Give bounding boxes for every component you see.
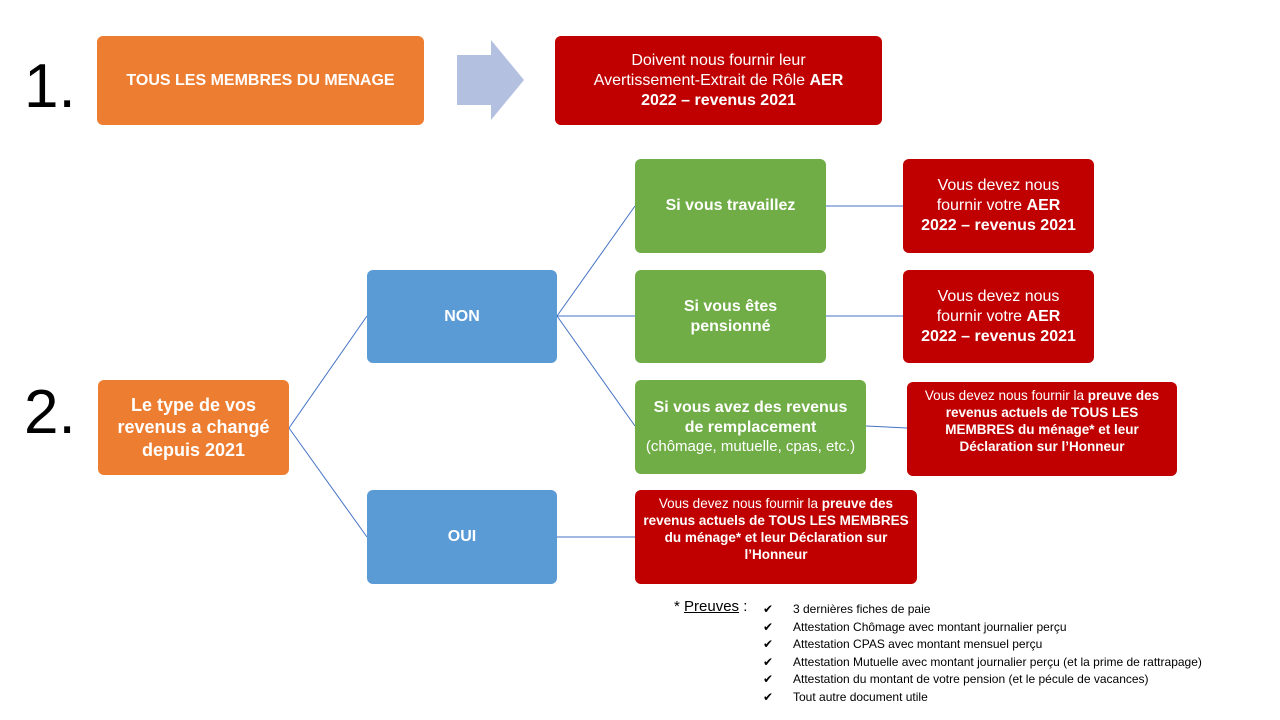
proofs-footnote-label: * Preuves : [674,598,747,615]
proofs-list-item: ✔ Attestation Chômage avec montant journa… [763,619,1202,637]
proofs-colon: : [739,598,748,615]
checkmark-icon: ✔ [763,689,774,704]
aer-result-bold-a: AER [809,71,844,89]
connector-non-work [556,205,636,317]
connector-replacement-proof [865,425,908,429]
aer-result-bold-b: 2022 – revenus 2021 [641,91,796,109]
connector-question-oui [288,427,368,538]
answer-oui-box: OUI [367,490,557,584]
replacement-income-bold: Si vous avez des revenus de remplacement [653,398,848,436]
checkmark-icon: ✔ [763,637,774,651]
replacement-income-case-box: Si vous avez des revenus de remplacement… [635,380,866,474]
pension-aer-bold-a: AER [1026,307,1061,325]
oui-proof-normal: Vous devez nous fournir la [658,496,819,511]
proofs-item-text: Attestation du montant de votre pension … [793,672,1149,686]
replacement-proof-bold-b: des revenus actuels de TOUS LES MEMBRES … [945,388,1160,454]
aer-result-line2: Avertissement-Extrait de Rôle [593,71,806,89]
pension-aer-line2: fournir votre [936,307,1023,325]
replacement-proof-normal: Vous devez nous fournir la [924,388,1085,403]
replacement-income-detail: (chômage, mutuelle, cpas, etc.) [645,437,856,455]
proofs-list-item: ✔ Attestation CPAS avec montant mensuel p… [763,636,1202,654]
proofs-star: * [674,598,685,615]
income-changed-question-box: Le type de vos revenus a changé depuis 2… [98,380,289,475]
oui-proof-bold-b: revenus actuels de TOUS LES MEMBRES du m… [643,512,909,562]
work-aer-line1: Vous devez nous [937,177,1060,194]
right-arrow-icon [457,40,524,120]
all-members-box: TOUS LES MEMBRES DU MENAGE [97,36,424,125]
checkmark-icon: ✔ [763,619,774,634]
proofs-list-item: ✔ Attestation du montant de votre pension… [763,671,1202,689]
replacement-proof-result-box: Vous devez nous fournir la preuve des re… [907,382,1177,476]
answer-non-box: NON [367,270,557,363]
proofs-list-item: ✔ Attestation Mutuelle avec montant journ… [763,654,1202,672]
step-number-1: 1. [24,52,76,121]
proofs-item-text: Attestation Mutuelle avec montant journa… [793,654,1202,669]
work-aer-line2: fournir votre [936,197,1023,214]
proofs-label: Preuves [684,598,740,615]
pension-aer-result-box: Vous devez nous fournir votre AER 2022 –… [903,270,1094,363]
proofs-list-item: ✔ Tout autre document utile [763,689,1202,707]
aer-2022-result-box: Doivent nous fournir leur Avertissement-… [555,36,882,125]
connector-question-non [288,315,368,429]
checkmark-icon: ✔ [763,654,774,669]
work-aer-bold-a: AER [1026,197,1061,214]
pension-aer-bold-b: 2022 – revenus 2021 [921,327,1076,345]
proofs-list-item: ✔ 3 dernières fiches de paie [763,601,1202,619]
pensioner-case-box: Si vous êtes pensionné [635,270,826,363]
proofs-list: ✔ 3 dernières fiches de paie ✔ Attestation… [763,601,1202,706]
checkmark-icon: ✔ [763,602,774,616]
work-aer-result-box: Vous devez nous fournir votre AER 2022 –… [903,159,1094,253]
oui-proof-bold-a: preuve des [821,496,894,511]
replacement-proof-bold-a: preuve [1087,388,1133,403]
step-number-2: 2. [24,378,76,447]
pension-aer-line1: Vous devez nous [937,287,1060,305]
aer-result-line1: Doivent nous fournir leur [631,51,806,69]
checkmark-icon: ✔ [763,672,774,686]
proofs-item-text: Attestation CPAS avec montant mensuel pe… [793,637,1043,651]
oui-proof-result-box: Vous devez nous fournir la preuve des re… [635,490,917,584]
connector-non-replacement [556,315,636,427]
proofs-item-text: 3 dernières fiches de paie [793,602,931,616]
proofs-item-text: Tout autre document utile [793,689,928,704]
working-case-box: Si vous travaillez [635,159,826,253]
work-aer-bold-b: 2022 – revenus 2021 [921,217,1076,234]
proofs-item-text: Attestation Chômage avec montant journal… [793,619,1067,634]
